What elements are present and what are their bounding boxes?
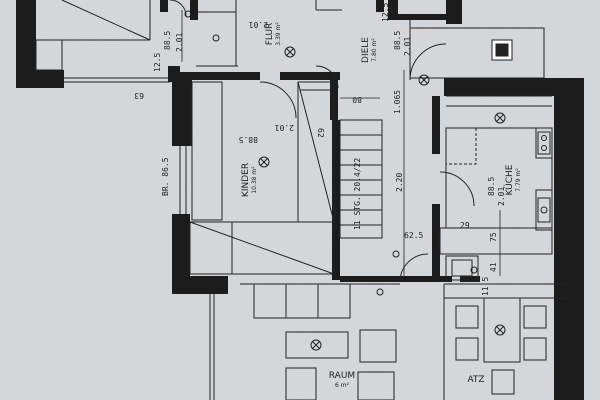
- dim-diele-f: 2.20: [395, 173, 404, 192]
- dimension-labels: 2.01 2.01 88.5 12.5 2.01 88.5 12.5 80 1.…: [134, 3, 506, 296]
- room-diele-name: DIELE: [361, 37, 371, 63]
- room-kinder: KINDER 10.38 m²: [241, 163, 258, 197]
- room-flur: FLUR 3.39 m²: [265, 22, 282, 46]
- room-raum-name: RAUM: [329, 371, 355, 381]
- dim-kueche-g: 29: [460, 221, 470, 230]
- kitchen-sink-icon: [537, 197, 551, 223]
- dim-kueche-c: 75: [489, 232, 498, 242]
- dim-kinder-c: 62: [316, 128, 325, 138]
- fridge-icon: [491, 39, 513, 61]
- dim-flur-left-c: 12.5: [153, 53, 162, 72]
- room-diele-area: 7.80 m²: [371, 38, 378, 62]
- dim-stairs: 11 STG. 20.4/22: [353, 158, 362, 230]
- dim-kueche-f: 62.5: [404, 231, 423, 240]
- room-kinder-area: 10.38 m²: [251, 166, 258, 194]
- dim-flur-left-b: 88.5: [163, 31, 172, 50]
- dim-flur-top: 2.01: [249, 20, 268, 29]
- dimension-lines: [181, 10, 501, 276]
- dim-diele-c: 12.5: [381, 3, 390, 22]
- dim-kueche-a: 2.01: [497, 187, 506, 206]
- dim-kinder-b: 88.5: [239, 135, 258, 144]
- dim-diele-d: 80: [352, 95, 362, 104]
- dim-kinder-a: 2.01: [275, 123, 294, 132]
- room-kueche-name: KÜCHE: [504, 164, 515, 195]
- dim-diele-e: 1.065: [393, 90, 402, 114]
- dim-flur-left-a: 2.01: [175, 33, 184, 52]
- room-platz-name: ATZ: [467, 375, 484, 385]
- room-platz: ATZ: [467, 375, 484, 385]
- dim-br: BR. 86.5: [161, 157, 170, 196]
- room-raum-area: 6 m²: [335, 382, 350, 389]
- room-raum: RAUM 6 m²: [329, 371, 355, 389]
- dim-diele-a: 2.01: [403, 37, 412, 56]
- room-flur-area: 3.39 m²: [275, 22, 282, 46]
- dim-diele-b: 88.5: [393, 31, 402, 50]
- dim-kueche-b: 88.5: [487, 177, 496, 196]
- dim-top-left-a: 63: [134, 91, 144, 100]
- dim-kueche-e: 11.5: [481, 277, 490, 296]
- light-symbols: [184, 10, 564, 351]
- room-kueche-area: 7.79 m²: [515, 168, 522, 192]
- room-kueche: KÜCHE 7.79 m²: [504, 164, 522, 195]
- thin-lines: [35, 0, 570, 400]
- dim-kueche-d: 41: [489, 262, 498, 272]
- room-diele: DIELE 7.80 m²: [361, 37, 378, 63]
- room-kinder-name: KINDER: [241, 163, 251, 197]
- room-flur-name: FLUR: [265, 23, 275, 46]
- stove-icon: [537, 131, 551, 155]
